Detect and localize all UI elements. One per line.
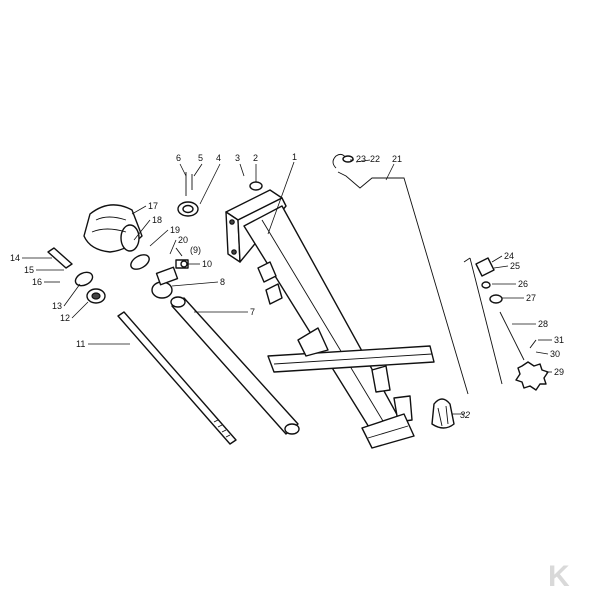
main-frame-beam: [225, 189, 435, 449]
label-2: 2: [253, 153, 258, 163]
label-22: 22: [370, 154, 380, 164]
label-15: 15: [24, 265, 34, 275]
knob-32: [431, 398, 455, 429]
label-31: 31: [554, 335, 564, 345]
label-5: 5: [198, 153, 203, 163]
shaft-11: [117, 311, 237, 445]
label-7: 7: [250, 307, 255, 317]
bolt-14: [47, 247, 73, 269]
label-30: 30: [550, 349, 560, 359]
label-14: 14: [10, 253, 20, 263]
label-16: 16: [32, 277, 42, 287]
label-11: 11: [76, 339, 85, 349]
ring-13: [74, 271, 94, 287]
label-23: 23: [356, 154, 366, 164]
label-13: 13: [52, 301, 62, 311]
label-8: 8: [220, 277, 225, 287]
rod-21: [332, 153, 469, 395]
label-3: 3: [235, 153, 240, 163]
label-25: 25: [510, 261, 520, 271]
label-10: 10: [202, 259, 212, 269]
label-24: 24: [504, 251, 514, 261]
bushing-12: [86, 288, 106, 304]
small-parts-20-10: [175, 247, 189, 269]
bellows-17: [83, 204, 143, 253]
label-6: 6: [176, 153, 181, 163]
label-26: 26: [518, 279, 528, 289]
leader-lines: [22, 159, 552, 415]
label-12: 12: [60, 313, 70, 323]
clip-23: [342, 155, 354, 163]
watermark-letter: K: [548, 560, 570, 593]
right-assembly: [463, 257, 549, 391]
bushing-4: [177, 201, 199, 217]
label-32: 32: [460, 410, 470, 420]
label-1: 1: [292, 152, 297, 162]
label-20: 20: [178, 235, 188, 245]
label-29: 29: [554, 367, 564, 377]
pin-5-6: [185, 172, 193, 196]
label-18: 18: [152, 215, 162, 225]
washer-2: [249, 181, 263, 191]
label-21: 21: [392, 154, 402, 164]
part-labels: 1 2 3 4 5 6 7 8 (9) 10 11 12 13 14 15 16…: [10, 152, 564, 420]
watermark-logo: K: [548, 560, 570, 593]
label-19: 19: [170, 225, 180, 235]
label-9: (9): [190, 245, 201, 255]
label-17: 17: [148, 201, 158, 211]
label-27: 27: [526, 293, 536, 303]
label-4: 4: [216, 153, 221, 163]
label-28: 28: [538, 319, 548, 329]
part-8-sleeve: [151, 266, 179, 299]
tube-7: [170, 296, 300, 435]
ring-18: [130, 254, 150, 270]
